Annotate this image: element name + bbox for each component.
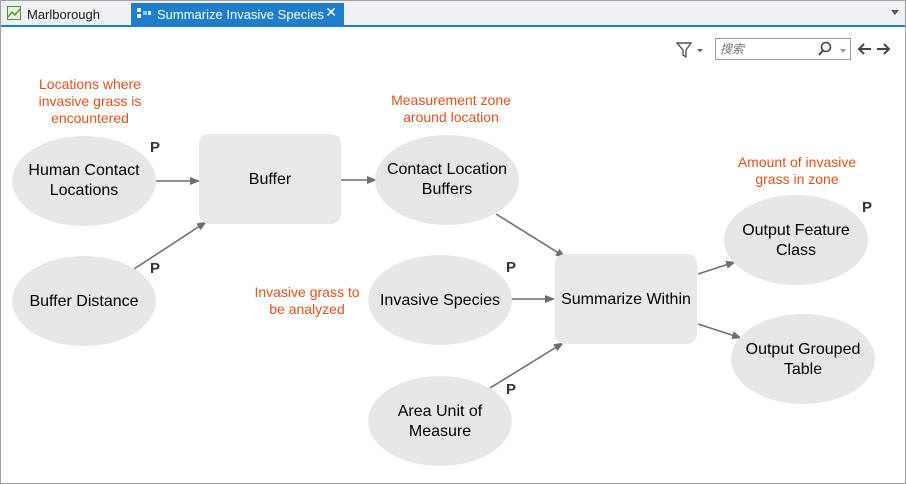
search-icon[interactable]: [817, 41, 833, 57]
chevron-down-icon[interactable]: [891, 10, 899, 15]
search-input[interactable]: [720, 41, 816, 57]
close-icon[interactable]: ✕: [325, 4, 337, 20]
tab-label: Marlborough: [27, 6, 100, 22]
parameter-marker: P: [506, 381, 517, 398]
node-label-output-feature: Output Feature Class: [742, 222, 850, 259]
node-label-human-contact: Human Contact Locations: [28, 162, 140, 199]
node-label-contact-buffers: Contact Location Buffers: [386, 161, 508, 198]
node-invasive-species[interactable]: [368, 255, 512, 345]
node-label-invasive-species: Invasive Species: [379, 292, 501, 309]
node-human-contact-locations[interactable]: [12, 136, 156, 226]
tab-bar: Marlborough Summarize Invasive Species ✕: [1, 1, 905, 26]
parameter-marker: P: [150, 260, 161, 277]
annotation-invasive: Invasive grass to be analyzed: [254, 284, 360, 317]
filter-button[interactable]: [675, 41, 706, 59]
connector-contact-buffers-to-summarize[interactable]: [495, 213, 566, 258]
arrow-right-icon: [877, 43, 891, 55]
tab-label: Summarize Invasive Species: [157, 6, 324, 22]
node-contact-location-buffers[interactable]: [375, 135, 519, 225]
filter-icon: [675, 42, 703, 59]
forward-button[interactable]: [875, 41, 891, 57]
node-output-grouped-table[interactable]: [731, 314, 875, 404]
node-output-feature-class[interactable]: [724, 195, 868, 285]
annotation-amount: Amount of invasive grass in zone: [737, 154, 857, 187]
node-label-output-table: Output Grouped Table: [745, 341, 861, 378]
map-icon: [7, 5, 21, 23]
annotation-locations: Locations where invasive grass is encoun…: [38, 76, 142, 126]
node-area-unit-of-measure[interactable]: [368, 376, 512, 466]
connector-buffer-distance-to-buffer[interactable]: [133, 221, 207, 270]
node-buffer-distance[interactable]: [12, 256, 156, 346]
node-label-area-unit: Area Unit of Measure: [397, 403, 483, 440]
search-field[interactable]: [715, 38, 851, 60]
connector-area-unit-to-summarize[interactable]: [489, 342, 564, 389]
model-icon: [137, 7, 151, 22]
node-label-buffer-distance: Buffer Distance: [29, 293, 139, 310]
tool-buffer[interactable]: [199, 134, 341, 224]
tab-marlborough[interactable]: Marlborough: [3, 3, 125, 25]
arrow-left-icon: [857, 43, 871, 55]
tool-label-summarize-within: Summarize Within: [561, 291, 691, 308]
parameter-marker: P: [862, 199, 873, 216]
tool-summarize-within[interactable]: [555, 254, 697, 344]
annotation-zone: Measurement zone around location: [391, 92, 511, 125]
tab-summarize-invasive-species[interactable]: Summarize Invasive Species ✕: [131, 3, 344, 25]
parameter-marker: P: [150, 139, 161, 156]
connector-summarize-to-output-table[interactable]: [697, 323, 742, 340]
search-dropdown-icon[interactable]: [840, 49, 846, 53]
active-tab-underline: [1, 25, 905, 27]
parameter-marker: P: [506, 259, 517, 276]
tool-label-buffer: Buffer: [248, 171, 292, 188]
connector-summarize-to-output-feature[interactable]: [697, 260, 736, 275]
back-button[interactable]: [857, 41, 873, 57]
